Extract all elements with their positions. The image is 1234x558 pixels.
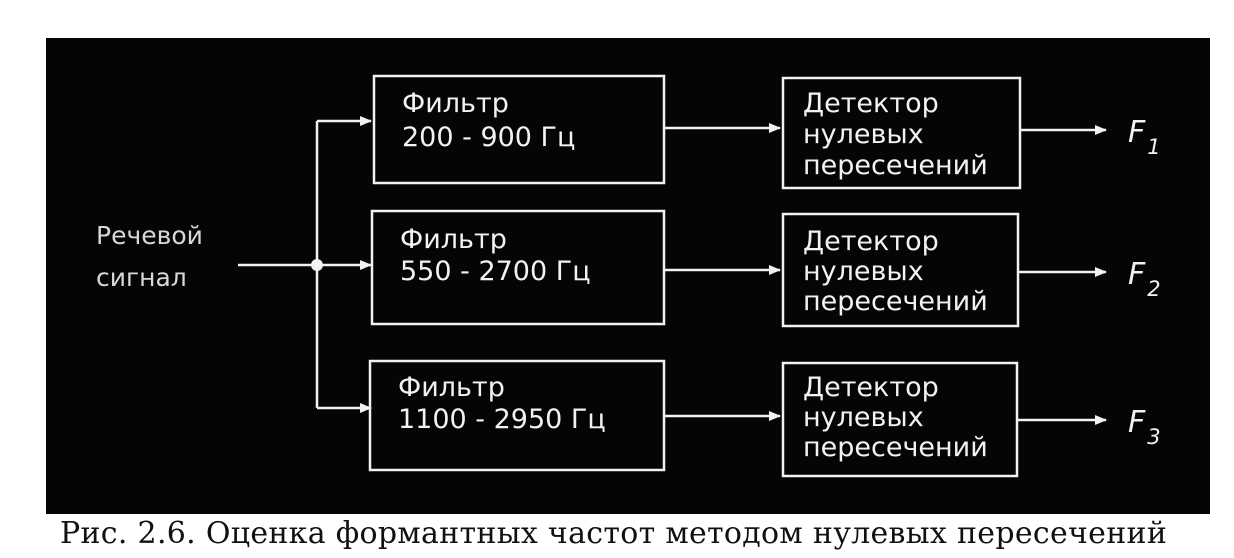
output-2-subscript: 2: [1147, 277, 1160, 301]
detector-2-line3: пересечений: [803, 286, 988, 317]
filter-box-1: [372, 74, 666, 185]
output-3-subscript: 3: [1147, 425, 1160, 449]
filter-2-range: 550 - 2700 Гц: [400, 256, 591, 287]
detector-2-line1: Детектор: [803, 226, 939, 257]
output-1-subscript: 1: [1147, 135, 1160, 159]
detector-box-2: [781, 212, 1020, 328]
filter-2-title: Фильтр: [400, 224, 507, 255]
filter-1-title: Фильтр: [402, 88, 509, 119]
detector-3-line1: Детектор: [803, 372, 939, 403]
detector-1-line1: Детектор: [803, 88, 939, 119]
detector-3-line3: пересечений: [803, 432, 988, 463]
output-2-symbol: F: [1128, 257, 1146, 292]
filter-1-range: 200 - 900 Гц: [402, 122, 575, 153]
output-label-2: F2: [1128, 257, 1161, 301]
detector-1-line3: пересечений: [803, 150, 988, 181]
detector-3-line2: нулевых: [803, 402, 924, 433]
input-label-line2: сигнал: [96, 263, 187, 292]
filter-3-title: Фильтр: [398, 372, 505, 403]
detector-2-line2: нулевых: [803, 256, 924, 287]
detector-box-1: [781, 76, 1022, 190]
input-label-line1: Речевой: [96, 221, 203, 250]
filter-3-range: 1100 - 2950 Гц: [398, 404, 606, 435]
figure-caption: Рис. 2.6. Оценка формантных частот метод…: [60, 516, 1168, 551]
output-1-symbol: F: [1128, 115, 1146, 150]
output-label-1: F1: [1128, 115, 1161, 159]
output-label-3: F3: [1128, 405, 1161, 449]
detector-1-line2: нулевых: [803, 119, 924, 150]
filter-box-2: [370, 209, 666, 326]
output-3-symbol: F: [1128, 405, 1146, 440]
